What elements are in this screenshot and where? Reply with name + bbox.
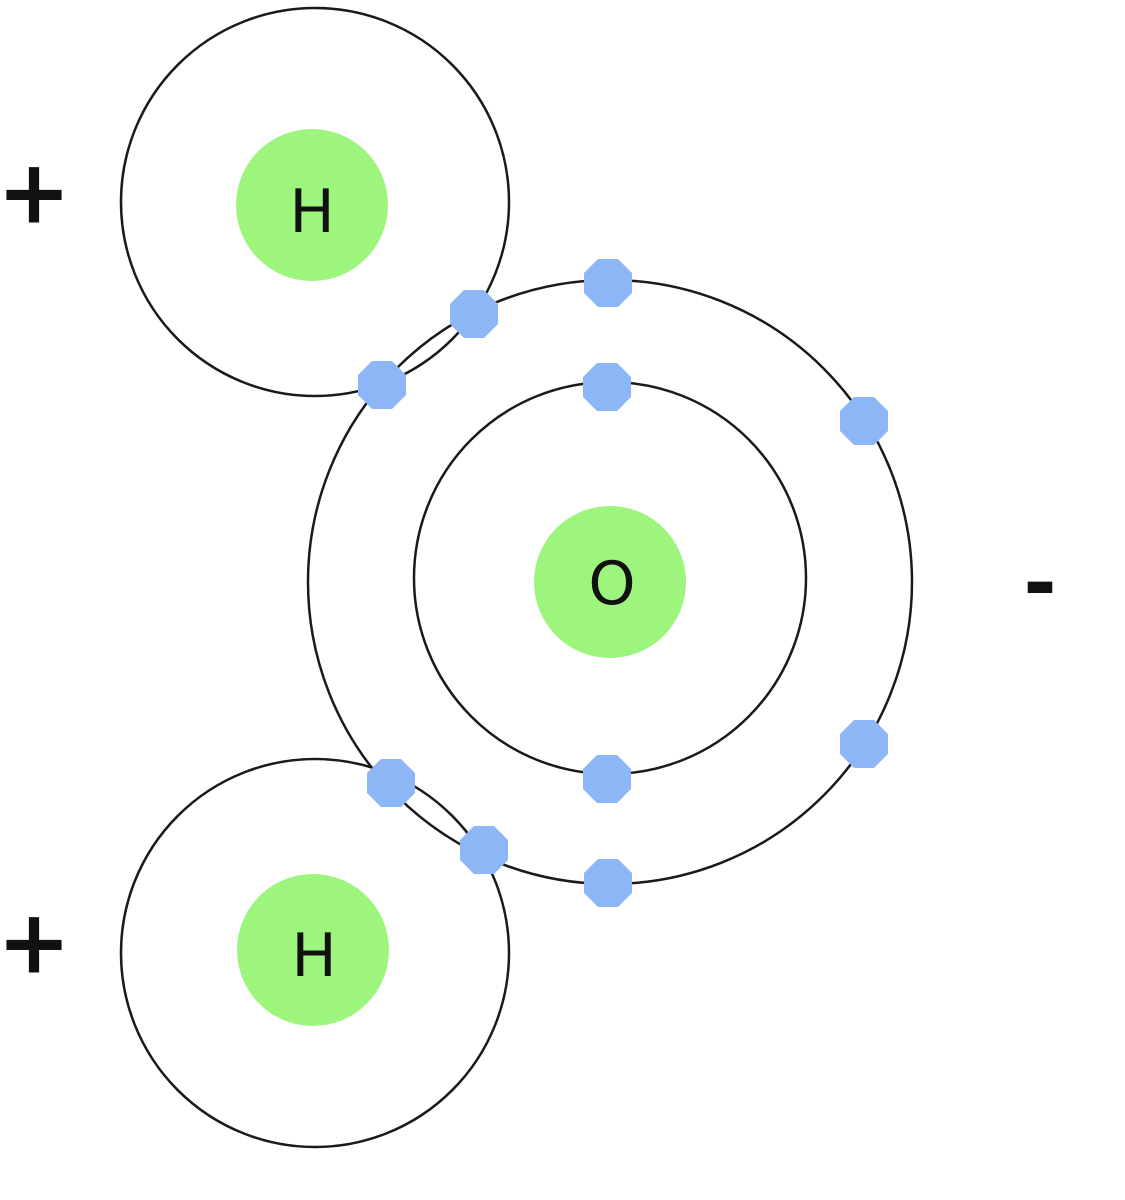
charge-hydrogen-top: + — [0, 141, 71, 244]
oxygen-nucleus — [534, 506, 686, 658]
electron-oxygen-inner-bottom — [583, 755, 631, 803]
electron-oxygen-outer-upper-right — [840, 397, 888, 445]
electron-oxygen-outer-bottom — [584, 859, 632, 907]
electron-oxygen-outer-lower-right — [840, 720, 888, 768]
hydrogen-top-nucleus — [236, 129, 388, 281]
hydrogen-top-symbol: H — [289, 177, 334, 247]
electron-oxygen-inner-top — [583, 363, 631, 411]
hydrogen-bottom-shell — [119, 757, 511, 1149]
hydrogen-bottom-nucleus — [237, 874, 389, 1026]
charge-hydrogen-bottom: + — [0, 891, 71, 994]
charge-oxygen: - — [1023, 537, 1056, 630]
electron-shared-bottom-2 — [460, 826, 508, 874]
electron-shared-bottom-1 — [367, 759, 415, 807]
hydrogen-atom-bottom: H — [119, 757, 511, 1149]
electrons — [358, 259, 888, 907]
electron-oxygen-outer-top — [584, 259, 632, 307]
partial-charges: + + - — [0, 141, 1057, 994]
oxygen-atom: O — [306, 278, 914, 886]
oxygen-symbol: O — [588, 549, 635, 619]
hydrogen-top-shell — [119, 6, 511, 398]
hydrogen-atom-top: H — [119, 6, 511, 398]
hydrogen-bottom-symbol: H — [291, 921, 336, 991]
electron-shared-top-2 — [450, 290, 498, 338]
electron-shared-top-1 — [358, 361, 406, 409]
